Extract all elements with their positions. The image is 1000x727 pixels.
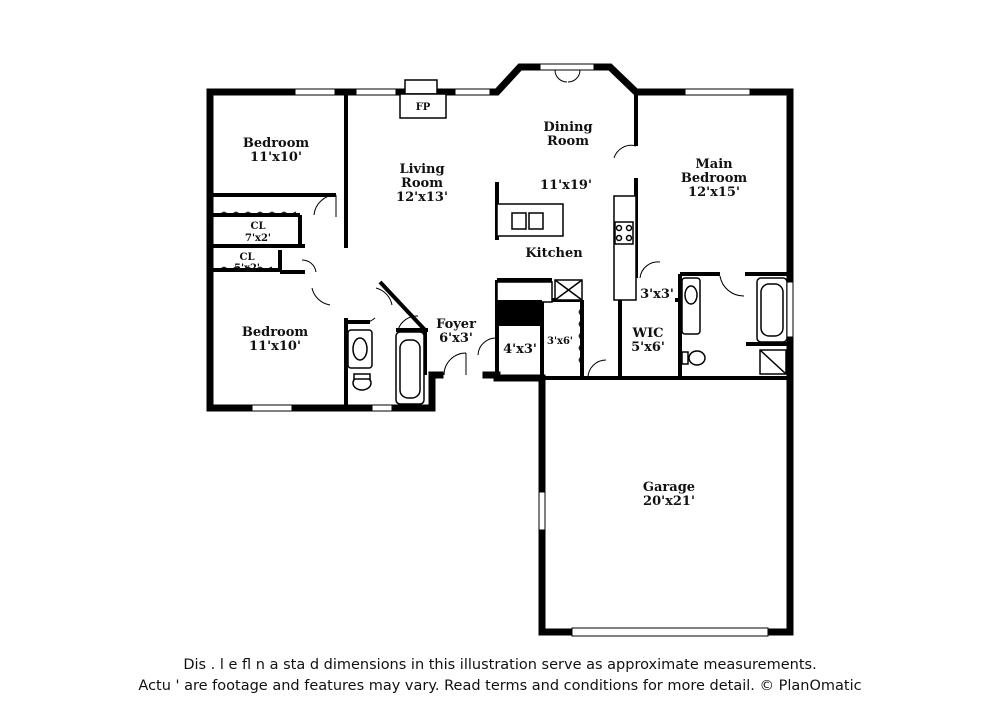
wic-dims: 5'x6' bbox=[631, 340, 665, 355]
closet-main-dims: 3'x3' bbox=[640, 287, 674, 302]
garage-name: Garage bbox=[643, 480, 695, 495]
disclaimer: Dis . l e fl n a sta d dimensions in thi… bbox=[0, 655, 1000, 697]
living-name-1: Living bbox=[399, 162, 444, 177]
bedroom-bottom-dims: 11'x10' bbox=[249, 339, 301, 354]
fireplace bbox=[399, 79, 447, 119]
fireplace-label: FP bbox=[416, 102, 431, 113]
main-bedroom-dims: 12'x15' bbox=[688, 185, 740, 200]
closet-small-name: CL bbox=[240, 252, 255, 263]
living-dims: 12'x13' bbox=[396, 190, 448, 205]
kitchen-name: Kitchen bbox=[525, 246, 583, 261]
disclaimer-line-1: Dis . l e fl n a sta d dimensions in thi… bbox=[183, 657, 817, 673]
foyer-name: Foyer bbox=[436, 317, 476, 332]
living-name-2: Room bbox=[401, 176, 443, 191]
wic-name: WIC bbox=[631, 326, 663, 341]
bedroom-top-name: Bedroom bbox=[243, 136, 310, 151]
windows bbox=[251, 63, 794, 637]
closet-small-dims: 5'x2' bbox=[234, 263, 260, 274]
closet-doors bbox=[217, 211, 583, 367]
dining-name-1: Dining bbox=[543, 120, 592, 135]
main-bedroom-name-1: Main bbox=[695, 157, 733, 172]
floor-plan: Bedroom 11'x10' CL 7'x2' CL 5'x2' Bedroo… bbox=[206, 63, 794, 637]
kitchen-fixtures bbox=[496, 195, 637, 303]
garage-dims: 20'x21' bbox=[643, 494, 695, 509]
laundry-dims: 4'x3' bbox=[503, 342, 537, 357]
main-bedroom-name-2: Bedroom bbox=[681, 171, 748, 186]
pantry-dims: 3'x6' bbox=[547, 336, 573, 347]
closet-top-dims: 7'x2' bbox=[245, 233, 271, 244]
bath-fixtures bbox=[347, 277, 788, 405]
doors bbox=[301, 69, 745, 379]
closet-top-name: CL bbox=[251, 221, 266, 232]
bedroom-top-dims: 11'x10' bbox=[250, 150, 302, 165]
room-labels: Bedroom 11'x10' CL 7'x2' CL 5'x2' Bedroo… bbox=[234, 102, 747, 509]
dining-name-2: Room bbox=[547, 134, 589, 149]
disclaimer-line-2: Actu ' are footage and features may vary… bbox=[138, 678, 862, 694]
foyer-dims: 6'x3' bbox=[439, 331, 473, 346]
bedroom-bottom-name: Bedroom bbox=[242, 325, 309, 340]
laundry-block bbox=[497, 300, 542, 326]
kitchen-dining-dims: 11'x19' bbox=[540, 178, 592, 193]
